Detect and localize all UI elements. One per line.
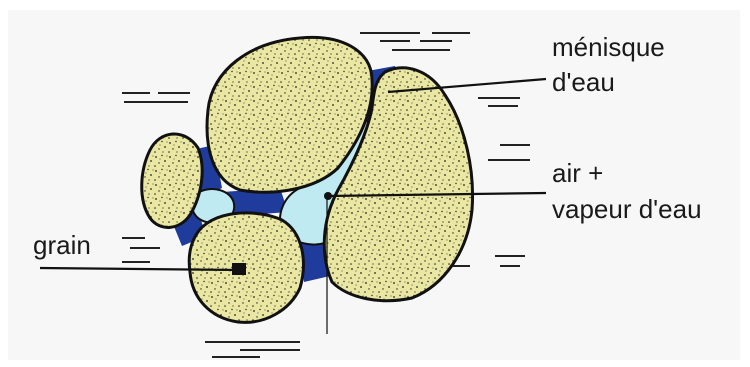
label-air-line2: vapeur d'eau <box>552 194 702 224</box>
air-leader-dot <box>324 192 332 200</box>
grain-bottom <box>189 213 303 323</box>
label-meniscus-line1: ménisque <box>552 32 665 62</box>
label-meniscus-line2: d'eau <box>552 67 615 97</box>
label-air-line1: air + <box>552 158 603 188</box>
label-grain: grain <box>33 230 91 260</box>
grain-leader-marker <box>232 263 246 275</box>
